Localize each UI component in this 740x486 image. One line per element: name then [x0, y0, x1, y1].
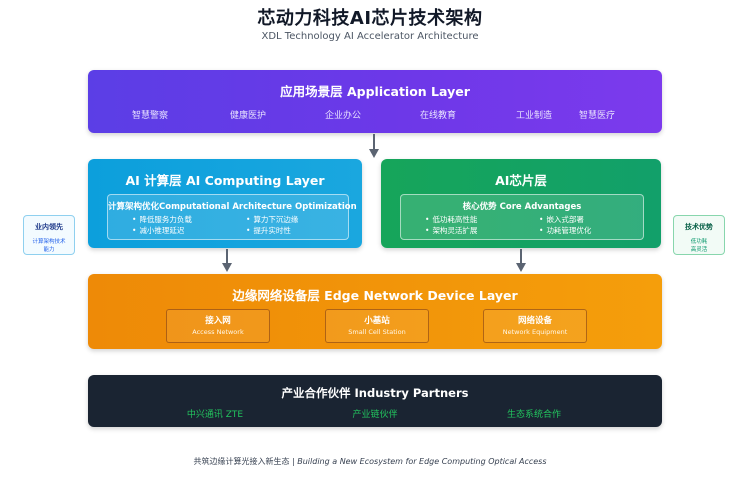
- device-box-subtitle: Access Network: [192, 328, 244, 336]
- side-note-line: 高灵活: [690, 247, 708, 253]
- arrow-shaft: [520, 249, 522, 264]
- industry-partners-layer: 产业合作伙伴 Industry Partners 中兴通讯 ZTE 产业链伙伴 …: [88, 375, 662, 427]
- arrow-down-icon: [222, 263, 232, 272]
- scenario-item: 智慧医疗: [578, 111, 616, 121]
- ai-chip-layer-title: AI芯片层: [495, 173, 547, 188]
- scenario-item: 工业制造: [515, 111, 553, 121]
- footer-en: Building a New Ecosystem for Edge Comput…: [297, 457, 547, 466]
- arrow-shaft: [226, 249, 228, 264]
- scenario-item: 健康医护: [229, 111, 267, 121]
- ai-chip-layer: AI芯片层 核心优势 Core Advantages 低功耗高性能 嵌入式部署 …: [381, 159, 661, 248]
- diagram-title: 芯动力科技AI芯片技术架构: [257, 8, 483, 29]
- bullet-item: 降低服务力负载: [132, 214, 192, 225]
- application-layer: 应用场景层 Application Layer 智慧警察 健康医护 企业办公 在…: [88, 70, 662, 133]
- footer-separator: |: [289, 457, 298, 466]
- device-box-title: 接入网: [205, 316, 231, 326]
- bullet-item: 架构灵活扩展: [425, 225, 477, 236]
- side-note-technical-advantages: 技术优势 低功耗 高灵活: [673, 215, 725, 255]
- partner-item: 生态系统合作: [506, 410, 562, 420]
- application-layer-title: 应用场景层 Application Layer: [280, 84, 470, 99]
- bullet-item: 功耗管理优化: [539, 225, 591, 236]
- side-note-line: 能力: [43, 247, 55, 253]
- partner-item: 产业链伙伴: [352, 410, 398, 420]
- diagram-subtitle: XDL Technology AI Accelerator Architectu…: [261, 31, 479, 42]
- side-note-title: 业内领先: [35, 223, 63, 231]
- device-box-title: 小基站: [364, 316, 390, 326]
- industry-partners-title: 产业合作伙伴 Industry Partners: [281, 386, 469, 400]
- bullet-item: 嵌入式部署: [539, 214, 584, 225]
- side-note-line: 低功耗: [690, 239, 708, 245]
- ai-computing-layer-title: AI 计算层 AI Computing Layer: [125, 173, 325, 188]
- core-advantages-box: 核心优势 Core Advantages 低功耗高性能 嵌入式部署 架构灵活扩展…: [400, 194, 644, 240]
- ai-computing-layer: AI 计算层 AI Computing Layer 计算架构优化Computat…: [88, 159, 362, 248]
- arrow-shaft: [373, 134, 375, 150]
- side-note-industry-leading: 业内领先 计算架构技术 能力: [23, 215, 75, 255]
- footer-slogan: 共筑边缘计算光接入新生态 | Building a New Ecosystem …: [0, 456, 740, 467]
- core-advantages-title: 核心优势 Core Advantages: [462, 202, 582, 212]
- scenario-item: 智慧警察: [131, 111, 169, 121]
- bullet-item: 低功耗高性能: [425, 214, 477, 225]
- scenario-item: 在线教育: [419, 111, 457, 121]
- bullet-item: 减小推理延迟: [132, 225, 184, 236]
- device-box-access-network: 接入网 Access Network: [166, 309, 270, 343]
- arrow-down-icon: [516, 263, 526, 272]
- edge-network-device-layer: 边缘网络设备层 Edge Network Device Layer 接入网 Ac…: [88, 274, 662, 349]
- edge-network-layer-title: 边缘网络设备层 Edge Network Device Layer: [232, 288, 518, 303]
- device-box-network-equipment: 网络设备 Network Equipment: [483, 309, 587, 343]
- scenario-item: 企业办公: [324, 111, 362, 121]
- partner-item: 中兴通讯 ZTE: [186, 410, 244, 420]
- device-box-small-cell: 小基站 Small Cell Station: [325, 309, 429, 343]
- device-box-subtitle: Small Cell Station: [348, 328, 406, 336]
- device-box-subtitle: Network Equipment: [502, 328, 568, 336]
- footer-cn: 共筑边缘计算光接入新生态: [193, 457, 290, 466]
- bullet-item: 提升实时性: [246, 225, 291, 236]
- architecture-optimization-box: 计算架构优化Computational Architecture Optimiz…: [107, 194, 357, 240]
- device-box-title: 网络设备: [517, 316, 552, 326]
- side-note-line: 计算架构技术: [32, 239, 66, 245]
- application-scenarios: 智慧警察 健康医护 企业办公 在线教育 工业制造 智慧医疗: [88, 108, 662, 122]
- arrow-down-icon: [369, 149, 379, 158]
- bullet-item: 算力下沉边缘: [246, 214, 298, 225]
- architecture-optimization-title: 计算架构优化Computational Architecture Optimiz…: [108, 202, 357, 212]
- side-note-title: 技术优势: [685, 223, 713, 231]
